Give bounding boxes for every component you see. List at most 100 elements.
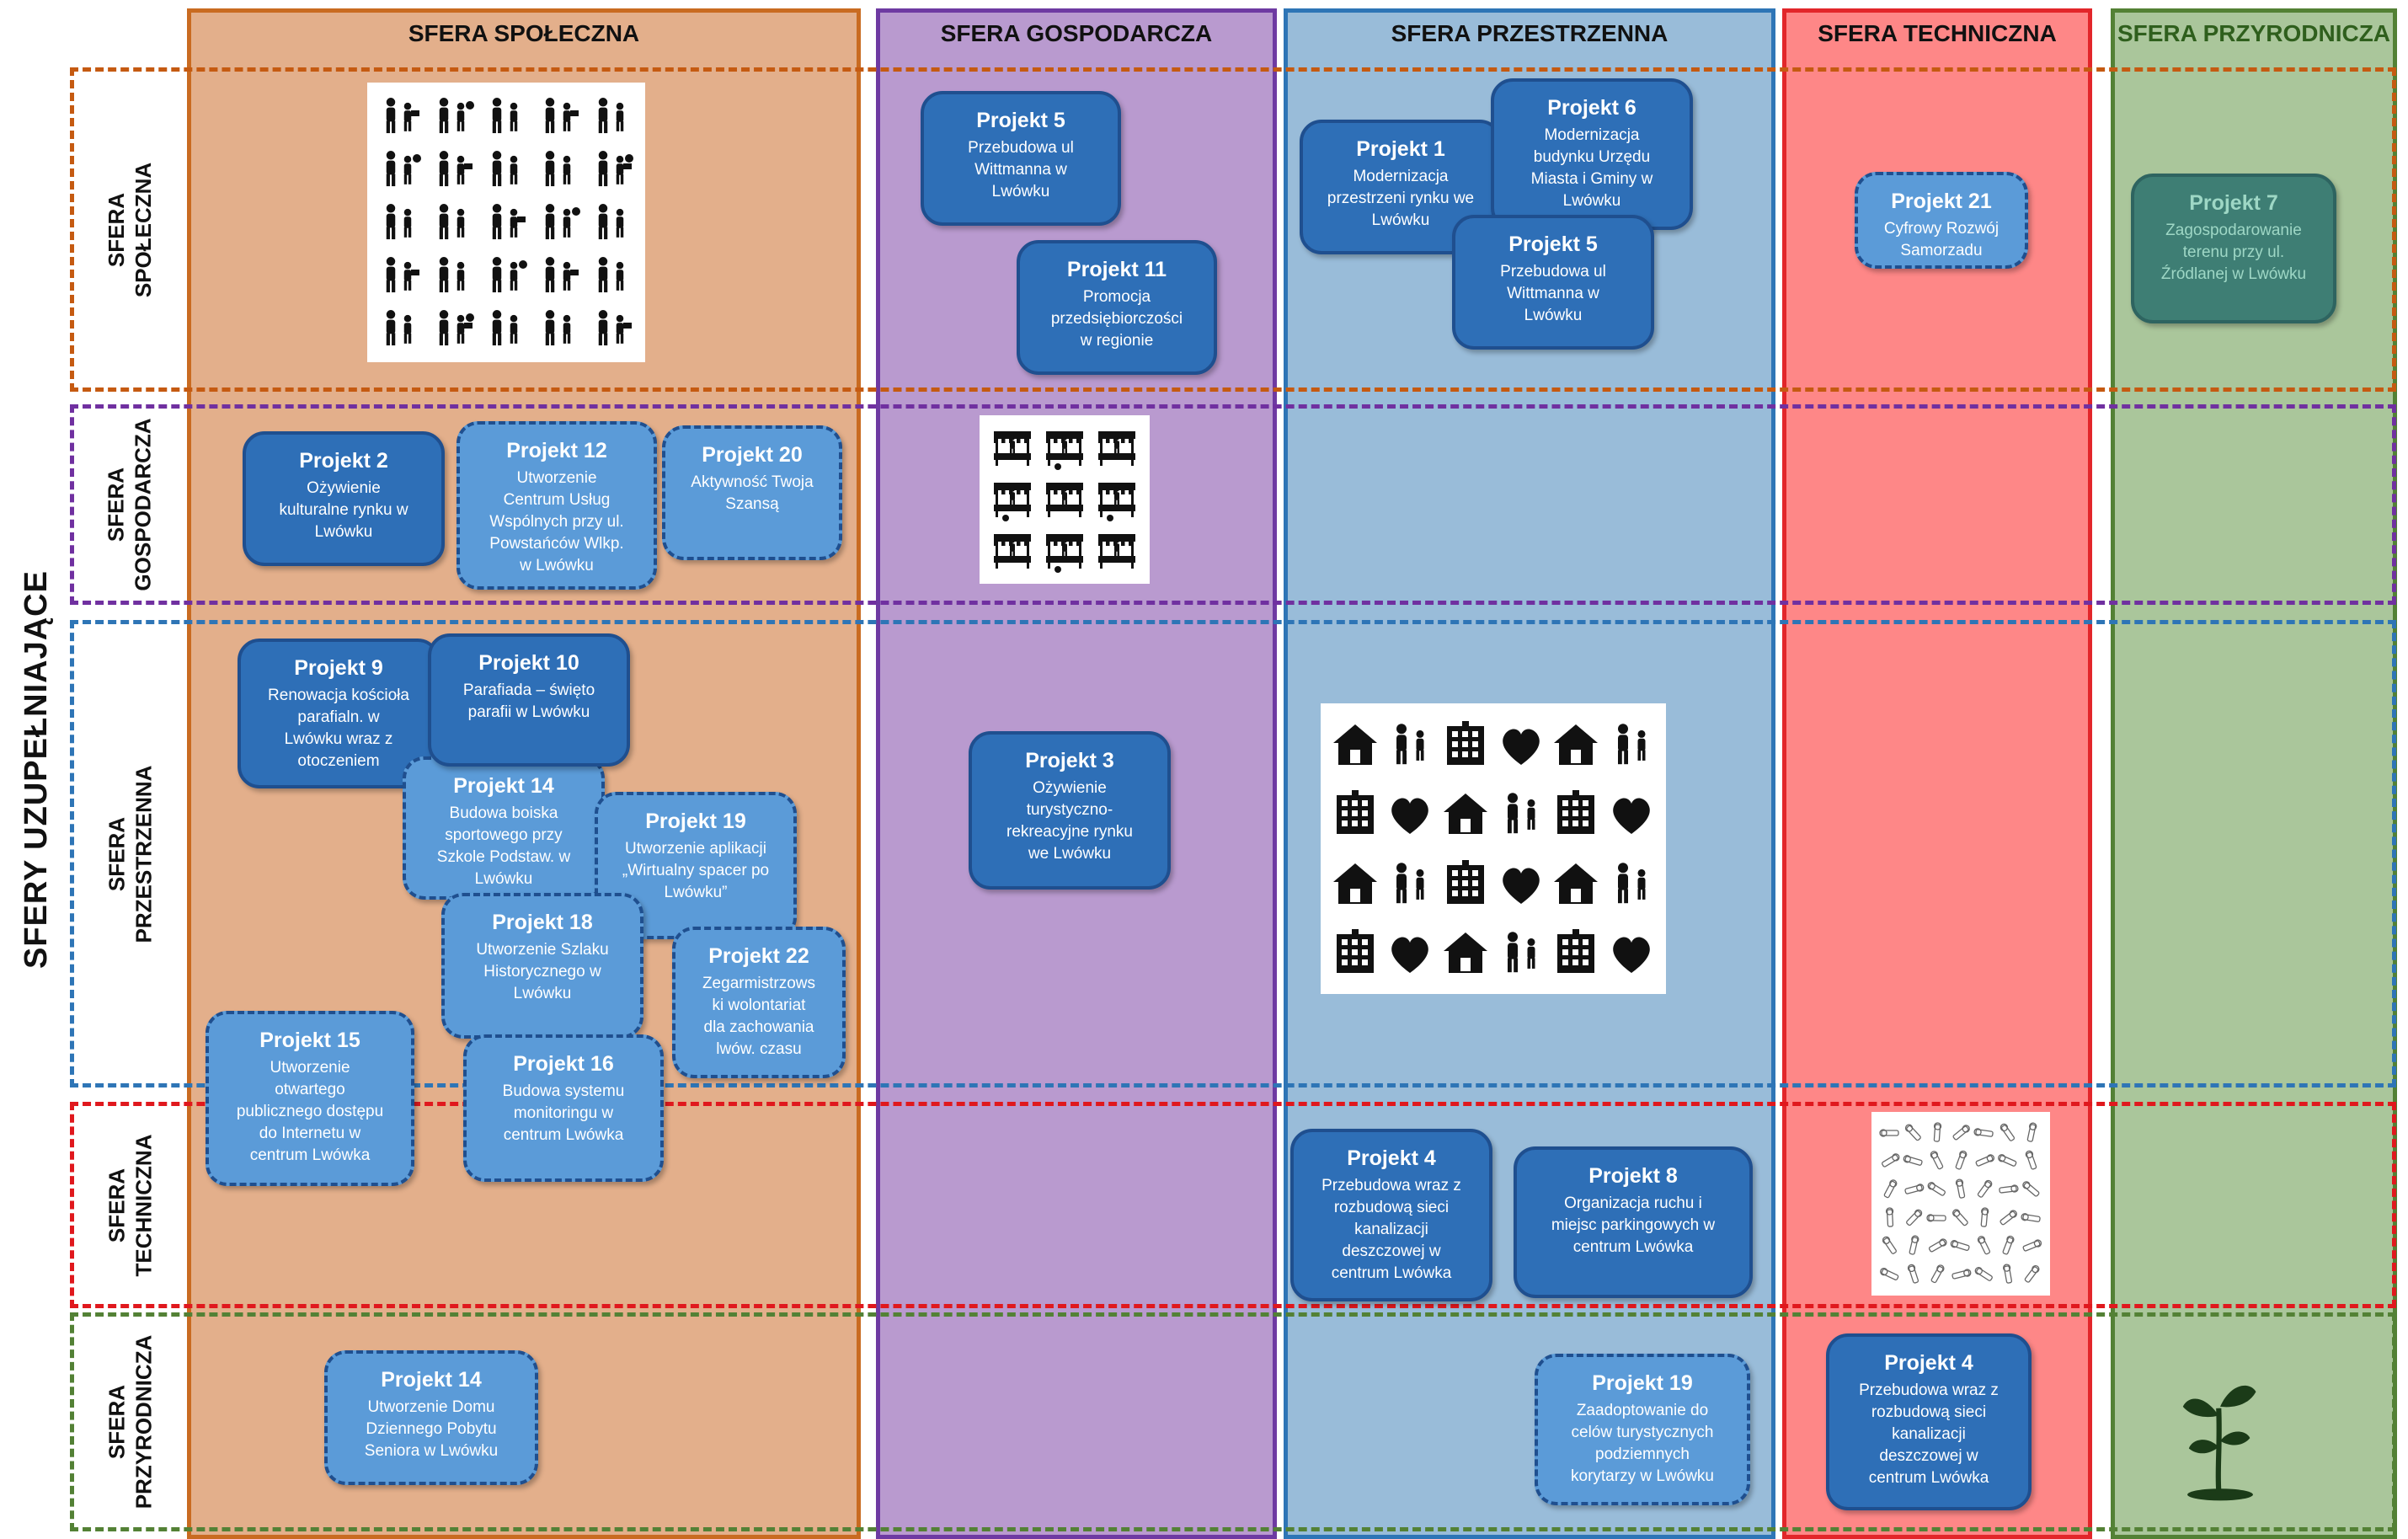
project-description-line: sportowego przy xyxy=(445,826,563,844)
community-icon xyxy=(1613,798,1650,835)
row-label-line: SFERA xyxy=(104,1168,129,1242)
project-description-line: Organizacja ruchu i xyxy=(1564,1194,1702,1212)
project-description-line: Lwówku xyxy=(474,870,533,888)
project-description-line: w regionie xyxy=(1080,332,1154,350)
project-title: Projekt 11 xyxy=(1066,258,1167,281)
project-description-line: przedsiębiorczości xyxy=(1050,310,1183,328)
project-description-line: kanalizacji xyxy=(1892,1425,1966,1443)
project-description-line: kanalizacji xyxy=(1354,1221,1428,1238)
people-icon xyxy=(545,257,579,293)
project-description-line: Modernizacja xyxy=(1544,126,1640,144)
column-header-przyrodnicza: SFERA PRZYRODNICZA xyxy=(2117,20,2391,46)
tools-icon xyxy=(1904,1184,1925,1194)
column-header-przestrzenna: SFERA PRZESTRZENNA xyxy=(1391,20,1669,46)
tools-icon xyxy=(1930,1264,1945,1284)
community-icon xyxy=(1336,790,1374,835)
people-icon xyxy=(387,204,412,240)
project-title: Projekt 7 xyxy=(2189,191,2278,215)
side-label: SFERY UZUPEŁNIAJĄCE xyxy=(0,0,72,1539)
project-description-line: Lwówku” xyxy=(664,884,728,901)
project-title: Projekt 21 xyxy=(1891,190,1992,213)
project-description-line: Szansą xyxy=(725,495,779,513)
community-icon xyxy=(1618,724,1646,765)
people-icon xyxy=(598,257,623,293)
project-description-line: Lwówku wraz z xyxy=(284,730,393,748)
people-icon xyxy=(387,97,420,133)
tools-icon xyxy=(1950,1240,1970,1252)
project-title: Projekt 20 xyxy=(702,443,803,467)
project-description-line: Aktywność Twoja xyxy=(691,473,814,491)
people-icon xyxy=(387,150,422,186)
project-title: Projekt 16 xyxy=(513,1052,614,1076)
tools-icon xyxy=(1951,1209,1968,1226)
tools-icon xyxy=(1885,1207,1894,1227)
project-description-line: Wittmanna w xyxy=(1507,285,1599,302)
tools-icon xyxy=(1883,1179,1898,1199)
row-label-line: SPOŁECZNA xyxy=(131,162,156,297)
project-title: Projekt 8 xyxy=(1588,1164,1678,1188)
people-icon xyxy=(598,97,623,133)
community-icon xyxy=(1447,721,1485,766)
row-label-line: PRZYRODNICZA xyxy=(131,1334,156,1510)
tools-icon xyxy=(1930,1151,1944,1170)
project-description-line: Powstańców Wlkp. xyxy=(489,535,624,553)
market-stall-icon xyxy=(1098,482,1135,521)
project-description-line: Seniora w Lwówku xyxy=(364,1442,499,1460)
project-description-line: parafialn. w xyxy=(297,708,380,726)
tools-icon xyxy=(1907,1264,1919,1284)
project-description-line: Lwówku xyxy=(1524,307,1583,324)
tools-icon xyxy=(2022,1239,2042,1253)
project-title: Projekt 14 xyxy=(453,774,554,798)
project-description-line: do Internetu w xyxy=(259,1125,361,1142)
project-description-line: deszczowej w xyxy=(1879,1447,1978,1465)
project-description-line: Lwówku xyxy=(1562,192,1621,210)
project-description-line: Budowa boiska xyxy=(449,804,558,822)
people-icon xyxy=(439,310,475,346)
community-icon xyxy=(1554,863,1599,904)
project-description-line: w Lwówku xyxy=(520,557,594,574)
tools-icon xyxy=(1933,1122,1942,1142)
tools-icon xyxy=(1955,1178,1966,1199)
tools-icon xyxy=(1903,1155,1923,1167)
project-title: Projekt 1 xyxy=(1356,137,1445,161)
column-header-spoleczna: SFERA SPOŁECZNA xyxy=(408,20,640,46)
project-description-line: Szkole Podstaw. w xyxy=(436,848,571,866)
project-description-line: Utworzenie xyxy=(270,1059,350,1077)
